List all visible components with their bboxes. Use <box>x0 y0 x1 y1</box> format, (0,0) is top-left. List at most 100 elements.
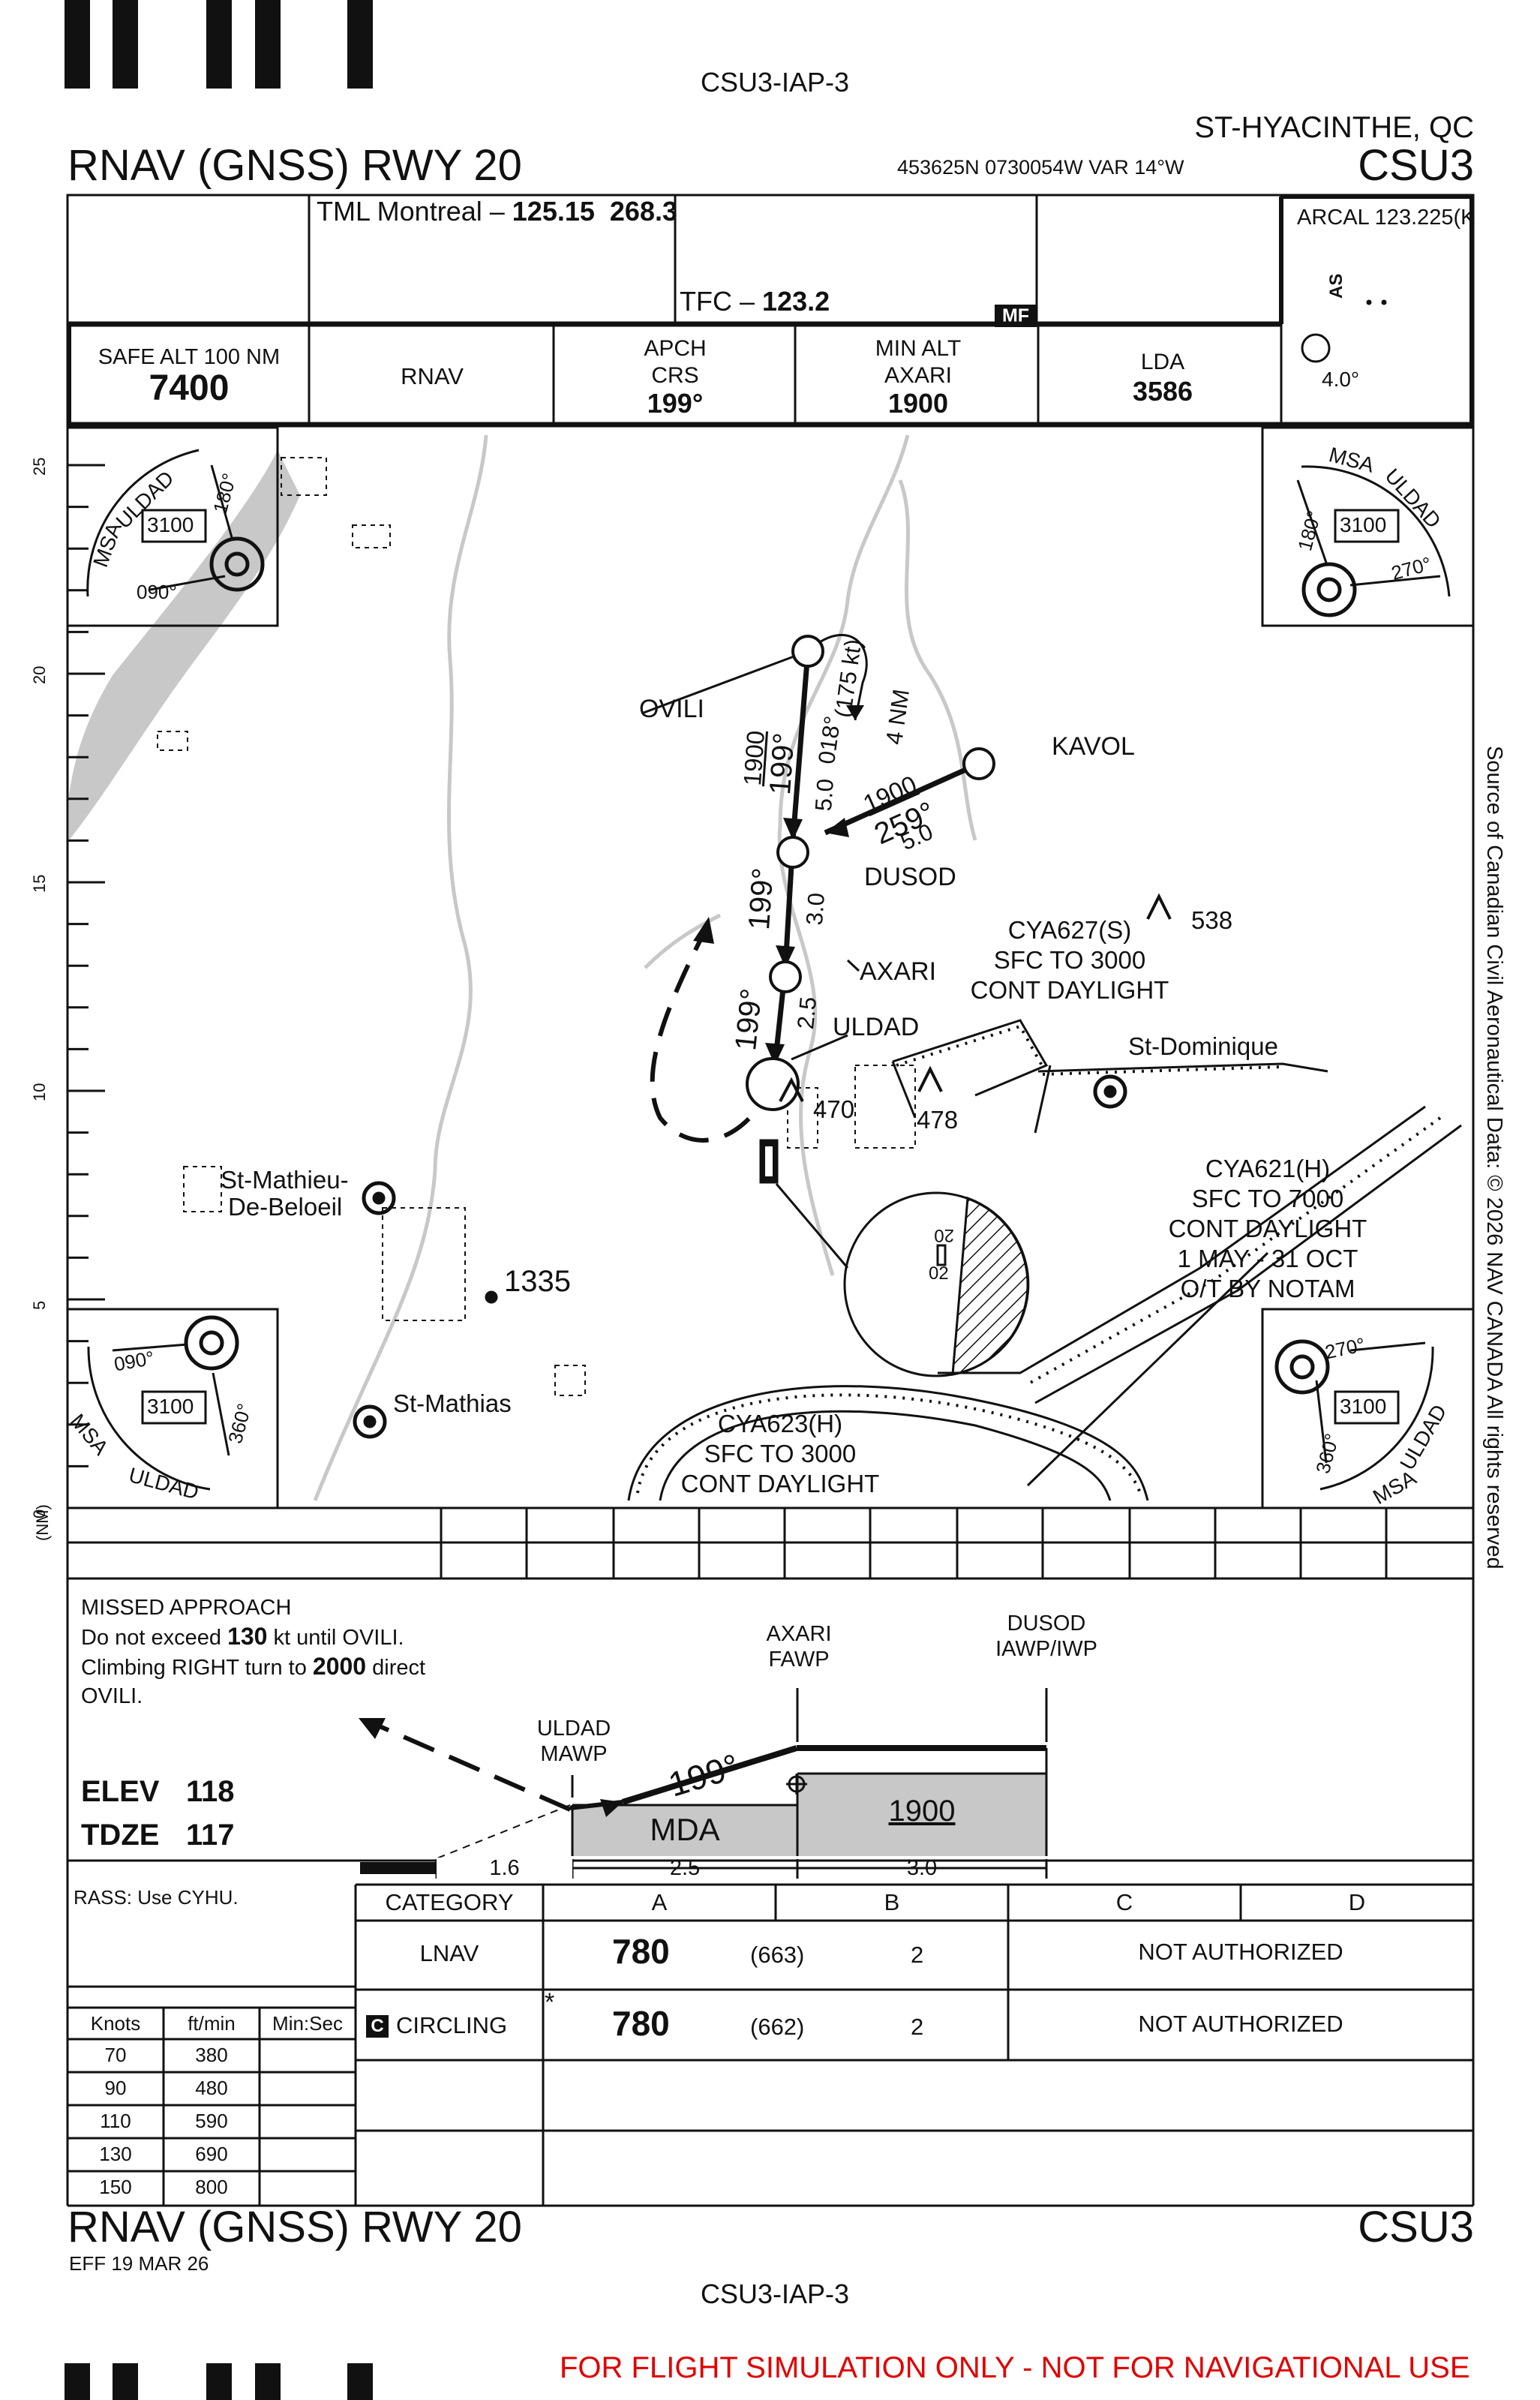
cya621-line-3: CONT DAYLIGHT <box>1168 1215 1367 1242</box>
profile-axari-2: FAWP <box>768 1648 830 1672</box>
waypoint-ovili: OVILI <box>639 695 704 723</box>
category-label: CATEGORY <box>385 1889 514 1915</box>
registration-bar <box>206 2363 232 2400</box>
restricted-area-ticks <box>636 1024 1442 1494</box>
min-alt-value: 1900 <box>887 388 949 419</box>
tml-frequency: TML Montreal – 125.15 268.3 <box>317 198 677 225</box>
river <box>69 450 300 840</box>
missed-approach-line-2: Climbing RIGHT turn to 2000 direct <box>81 1652 425 1682</box>
safe-alt-value: 7400 <box>149 368 230 408</box>
airport-coordinates: 453625N 0730054W VAR 14°W <box>897 156 1184 179</box>
lnav-visibility: 2 <box>911 1942 924 1968</box>
lnav-cat-cd: NOT AUTHORIZED <box>1138 1939 1343 1965</box>
approach-arrowheads <box>693 705 864 1065</box>
source-note: Source of Canadian Civil Aeronautical Da… <box>1482 746 1506 1569</box>
apch-crs-value: 199° <box>647 388 704 419</box>
cya627-line-2: SFC TO 3000 <box>993 946 1146 974</box>
runway-02-label: 02 <box>929 1263 949 1284</box>
waypoint-symbols <box>746 635 995 1111</box>
elev-label: ELEV <box>81 1775 160 1808</box>
tdze-value: 117 <box>186 1819 235 1852</box>
dusod-leg-dist: 3.0 <box>801 891 830 927</box>
circling-badge-text: C <box>371 2016 384 2036</box>
rate-header-minsec: Min:Sec <box>272 2012 343 2035</box>
registration-bar <box>113 0 138 89</box>
missed-approach-title: MISSED APPROACH <box>81 1596 292 1620</box>
waypoint-kavol: KAVOL <box>1052 732 1135 761</box>
msa-altitude-ne: 3100 <box>1340 513 1387 536</box>
effective-date: EFF 19 MAR 26 <box>69 2252 209 2275</box>
nm-scale-label: 25 <box>30 457 49 476</box>
profile-alt-1900: 1900 <box>888 1795 956 1828</box>
page-id-top: CSU3-IAP-3 <box>701 67 850 98</box>
msa-boxes <box>66 426 1475 1509</box>
rate-table-cell: 380 <box>195 2044 228 2066</box>
circling-hat: (662) <box>750 2014 805 2040</box>
missed-approach-line-3: OVILI. <box>81 1684 143 1708</box>
missed-approach-line-1: Do not exceed 130 kt until OVILI. <box>81 1622 425 1652</box>
nm-scale <box>68 464 105 1509</box>
nav-type: RNAV <box>401 363 464 389</box>
cya627-line-3: CONT DAYLIGHT <box>970 976 1169 1004</box>
rass-note: RASS: Use CYHU. <box>74 1886 239 1909</box>
circling-visibility: 2 <box>911 2014 924 2040</box>
cya623-line-1: CYA623(H) <box>717 1410 843 1437</box>
rate-header-knots: Knots <box>90 2012 141 2035</box>
rate-table-cell: 110 <box>100 2110 131 2132</box>
registration-bar <box>347 2363 373 2400</box>
rate-table-cell: 690 <box>195 2143 228 2165</box>
tfc-label: TFC – <box>680 286 755 317</box>
circling-note-star: * <box>545 1988 555 2017</box>
registration-bar <box>65 2363 90 2400</box>
obstacle-470: 470 <box>813 1095 855 1123</box>
msa-fix-symbols <box>184 536 1357 1395</box>
axari-leg-dist: 2.5 <box>792 995 822 1031</box>
nm-scale-label: 15 <box>30 874 49 893</box>
msa-altitude-sw: 3100 <box>147 1395 194 1418</box>
footer-title: RNAV (GNSS) RWY 20 <box>68 2203 522 2251</box>
ovili-leg-dist: 5.0 <box>810 777 839 813</box>
waypoint-dusod: DUSOD <box>864 863 956 891</box>
page-id-bottom: CSU3-IAP-3 <box>701 2278 850 2309</box>
obstacle-538: 538 <box>1191 906 1233 934</box>
towns <box>157 457 916 1396</box>
p1-value: 4.0° <box>1322 368 1360 391</box>
rate-table-cell: 130 <box>99 2143 132 2165</box>
circling-mda: 780 <box>612 2004 670 2043</box>
tfc-freq: 123.2 <box>762 286 830 317</box>
town-st-mathieu-1: St-Mathieu- <box>221 1166 349 1194</box>
min-alt-label-2: AXARI <box>884 363 953 388</box>
registration-bar <box>255 0 281 89</box>
profile-dusod-2: IAWP/IWP <box>995 1637 1097 1661</box>
sector-lines <box>1026 1065 1269 1487</box>
lnav-label: LNAV <box>419 1940 479 1966</box>
plan-bottom-grid <box>66 1506 1475 2206</box>
location-name: ST-HYACINTHE, QC <box>1194 111 1474 144</box>
rate-table-cell: 590 <box>195 2110 228 2132</box>
rate-table-cell: 90 <box>104 2077 127 2099</box>
msa-bearing-nw-090: 090° <box>137 581 177 603</box>
ovili-leg-alt: 1900 <box>738 729 770 787</box>
msa-altitude-se: 3100 <box>1340 1395 1387 1418</box>
ovili-leg-crs: 199° <box>764 731 801 796</box>
hold-course: 018° <box>813 714 846 766</box>
ma-text: kt until OVILI. <box>273 1626 404 1650</box>
missed-approach-block: MISSED APPROACH Do not exceed 130 kt unt… <box>81 1593 425 1711</box>
apch-crs-label-1: APCH <box>644 336 707 361</box>
minima-table-grid <box>68 1883 1473 2207</box>
cya621-line-5: O/T BY NOTAM <box>1180 1275 1355 1302</box>
category-b: B <box>884 1889 900 1915</box>
waypoint-axari: AXARI <box>860 957 937 986</box>
ma-altitude: 2000 <box>312 1653 367 1680</box>
category-d: D <box>1348 1889 1366 1915</box>
waypoint-uldad: ULDAD <box>833 1013 920 1041</box>
footer-airport-id: CSU3 <box>1358 2203 1474 2251</box>
simulation-warning: FOR FLIGHT SIMULATION ONLY - NOT FOR NAV… <box>560 2351 1470 2384</box>
rate-table-cell: 150 <box>99 2176 132 2198</box>
obstacle-symbols <box>779 893 1172 1102</box>
registration-bar <box>255 2363 281 2400</box>
category-a: A <box>651 1889 668 1915</box>
nm-scale-label: 10 <box>30 1083 49 1101</box>
nm-scale-label: 5 <box>30 1300 49 1310</box>
